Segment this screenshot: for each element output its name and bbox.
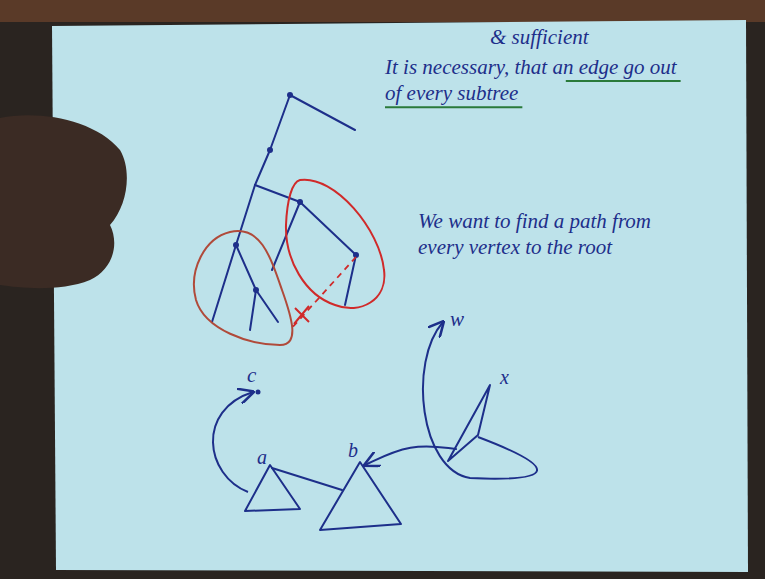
- triangle-outline: [446, 383, 506, 465]
- cross-mark: [294, 306, 309, 324]
- subtree-label: b: [348, 440, 358, 460]
- goal-text: We want to find a path from every vertex…: [418, 208, 686, 261]
- graph-edge: [272, 468, 342, 490]
- vertex-dot: [256, 390, 261, 395]
- graph-edge: [365, 446, 456, 465]
- vertex-label: w: [450, 306, 464, 332]
- dashed-edge: [290, 257, 356, 330]
- underline: [566, 80, 681, 82]
- leader-arrow: [213, 392, 253, 492]
- tree-vertices: [233, 92, 359, 293]
- triangle-outline: [318, 460, 403, 532]
- hand: [0, 115, 127, 288]
- subtree-label: a: [257, 447, 267, 467]
- triangle-outline: [243, 463, 303, 513]
- frame-top: [0, 0, 765, 22]
- subtree-triangle: a: [243, 463, 303, 513]
- subtree-label: x: [500, 367, 509, 387]
- note-text: & sufficient: [490, 24, 589, 50]
- paper: [52, 20, 748, 572]
- condition-text: It is necessary, that an edge go out of …: [385, 54, 685, 107]
- subtree-triangle: b: [318, 460, 403, 532]
- subtree-triangle: x: [446, 383, 506, 465]
- subtree-outline: [194, 231, 292, 345]
- subtree-outline: [286, 180, 384, 308]
- leader-arrow: [423, 322, 537, 479]
- underline: [385, 106, 522, 108]
- vertex-label: c: [247, 362, 256, 388]
